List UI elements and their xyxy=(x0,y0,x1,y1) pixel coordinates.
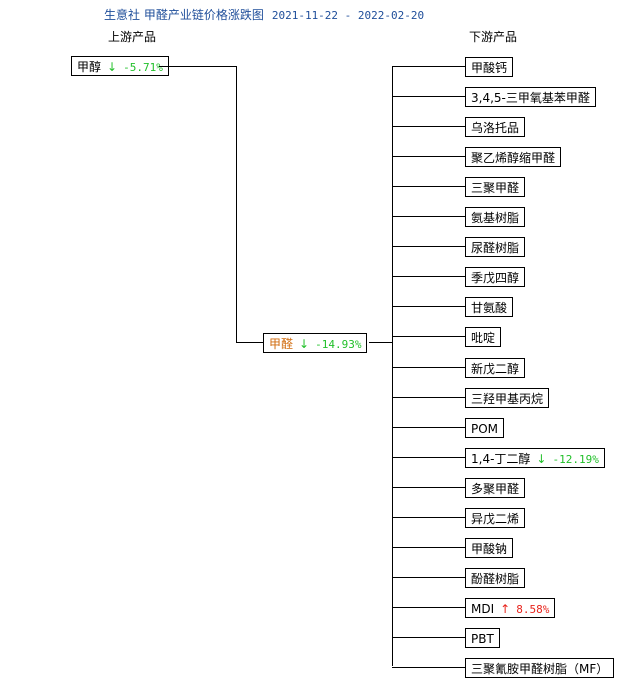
chart-title: 生意社 甲醛产业链价格涨跌图 2021-11-22 - 2022-02-20 xyxy=(104,6,424,23)
downstream-node-label: 3,4,5-三甲氧基苯甲醛 xyxy=(471,91,590,105)
down-arrow-icon: ↓ xyxy=(536,452,547,466)
downstream-header: 下游产品 xyxy=(469,30,518,44)
downstream-node: 尿醛树脂 xyxy=(465,237,526,257)
downstream-connector xyxy=(392,186,465,187)
downstream-connector xyxy=(392,367,465,368)
downstream-node: 季戊四醇 xyxy=(465,267,526,287)
downstream-node: 乌洛托品 xyxy=(465,117,526,137)
downstream-node-label: 甲酸钙 xyxy=(471,61,508,75)
center-output-connector xyxy=(369,342,393,343)
downstream-node: 新戊二醇 xyxy=(465,358,526,378)
upstream-connector xyxy=(159,66,237,67)
down-arrow-icon: ↓ xyxy=(299,337,310,351)
downstream-node: 1,4-丁二醇 ↓ -12.19% xyxy=(465,448,605,468)
downstream-trunk xyxy=(392,66,393,666)
downstream-node: 聚乙烯醇缩甲醛 xyxy=(465,147,562,167)
downstream-connector xyxy=(392,547,465,548)
upstream-header: 上游产品 xyxy=(108,30,157,44)
downstream-node: PBT xyxy=(465,628,500,648)
downstream-connector xyxy=(392,126,465,127)
upstream-node: 甲醇 ↓ -5.71% xyxy=(71,56,169,76)
downstream-node: 甘氨酸 xyxy=(465,297,514,317)
downstream-connector xyxy=(392,96,465,97)
downstream-node-label: 三羟甲基丙烷 xyxy=(471,392,544,406)
downstream-connector xyxy=(392,66,465,67)
downstream-node: 甲酸钠 xyxy=(465,538,514,558)
upstream-connector-vertical xyxy=(236,66,237,343)
downstream-node-label: POM xyxy=(471,422,499,436)
downstream-node-label: 三聚甲醛 xyxy=(471,181,520,195)
downstream-connector xyxy=(392,276,465,277)
downstream-connector xyxy=(392,156,465,157)
downstream-node: 三聚甲醛 xyxy=(465,177,526,197)
downstream-connector xyxy=(392,336,465,337)
downstream-connector xyxy=(392,216,465,217)
downstream-node-label: 酚醛树脂 xyxy=(471,572,520,586)
downstream-connector xyxy=(392,637,465,638)
downstream-connector xyxy=(392,306,465,307)
downstream-connector xyxy=(392,397,465,398)
downstream-node-label: 聚乙烯醇缩甲醛 xyxy=(471,151,556,165)
downstream-node-label: 1,4-丁二醇 xyxy=(471,452,531,466)
downstream-node: 3,4,5-三甲氧基苯甲醛 xyxy=(465,87,596,107)
downstream-connector xyxy=(392,607,465,608)
downstream-node-label: 尿醛树脂 xyxy=(471,241,520,255)
downstream-node-label: 异戊二烯 xyxy=(471,512,520,526)
downstream-node: 甲酸钙 xyxy=(465,57,514,77)
downstream-connector xyxy=(392,246,465,247)
title-text: 生意社 甲醛产业链价格涨跌图 xyxy=(104,8,264,22)
downstream-node-label: PBT xyxy=(471,632,494,646)
upstream-node-label: 甲醇 xyxy=(77,60,102,74)
downstream-node-label: MDI xyxy=(471,602,495,616)
downstream-connector xyxy=(392,487,465,488)
downstream-node-label: 乌洛托品 xyxy=(471,121,520,135)
downstream-node: 酚醛树脂 xyxy=(465,568,526,588)
downstream-change: 8.58% xyxy=(516,603,550,616)
downstream-node-label: 三聚氰胺甲醛树脂（MF） xyxy=(471,662,609,676)
up-arrow-icon: ↑ xyxy=(500,602,511,616)
downstream-node: 三羟甲基丙烷 xyxy=(465,388,550,408)
downstream-node-label: 甘氨酸 xyxy=(471,301,508,315)
downstream-node-label: 多聚甲醛 xyxy=(471,482,520,496)
title-date-range: 2021-11-22 - 2022-02-20 xyxy=(271,9,425,22)
upstream-change: -5.71% xyxy=(123,61,163,74)
downstream-node: 异戊二烯 xyxy=(465,508,526,528)
downstream-connector xyxy=(392,517,465,518)
downstream-node-label: 氨基树脂 xyxy=(471,211,520,225)
downstream-node: POM xyxy=(465,418,505,438)
downstream-node-label: 吡啶 xyxy=(471,331,496,345)
center-input-connector xyxy=(236,342,263,343)
downstream-connector xyxy=(392,667,465,668)
downstream-node: 三聚氰胺甲醛树脂（MF） xyxy=(465,658,615,678)
downstream-node: 氨基树脂 xyxy=(465,207,526,227)
center-change: -14.93% xyxy=(315,338,362,351)
downstream-node: 吡啶 xyxy=(465,327,502,347)
downstream-connector xyxy=(392,577,465,578)
center-node: 甲醛 ↓ -14.93% xyxy=(263,333,368,353)
downstream-node: MDI ↑ 8.58% xyxy=(465,598,556,618)
downstream-node-label: 甲酸钠 xyxy=(471,542,508,556)
down-arrow-icon: ↓ xyxy=(107,60,118,74)
downstream-connector xyxy=(392,457,465,458)
center-node-label: 甲醛 xyxy=(269,337,294,351)
downstream-node: 多聚甲醛 xyxy=(465,478,526,498)
downstream-node-label: 季戊四醇 xyxy=(471,271,520,285)
downstream-node-label: 新戊二醇 xyxy=(471,362,520,376)
downstream-change: -12.19% xyxy=(552,453,599,466)
downstream-connector xyxy=(392,427,465,428)
